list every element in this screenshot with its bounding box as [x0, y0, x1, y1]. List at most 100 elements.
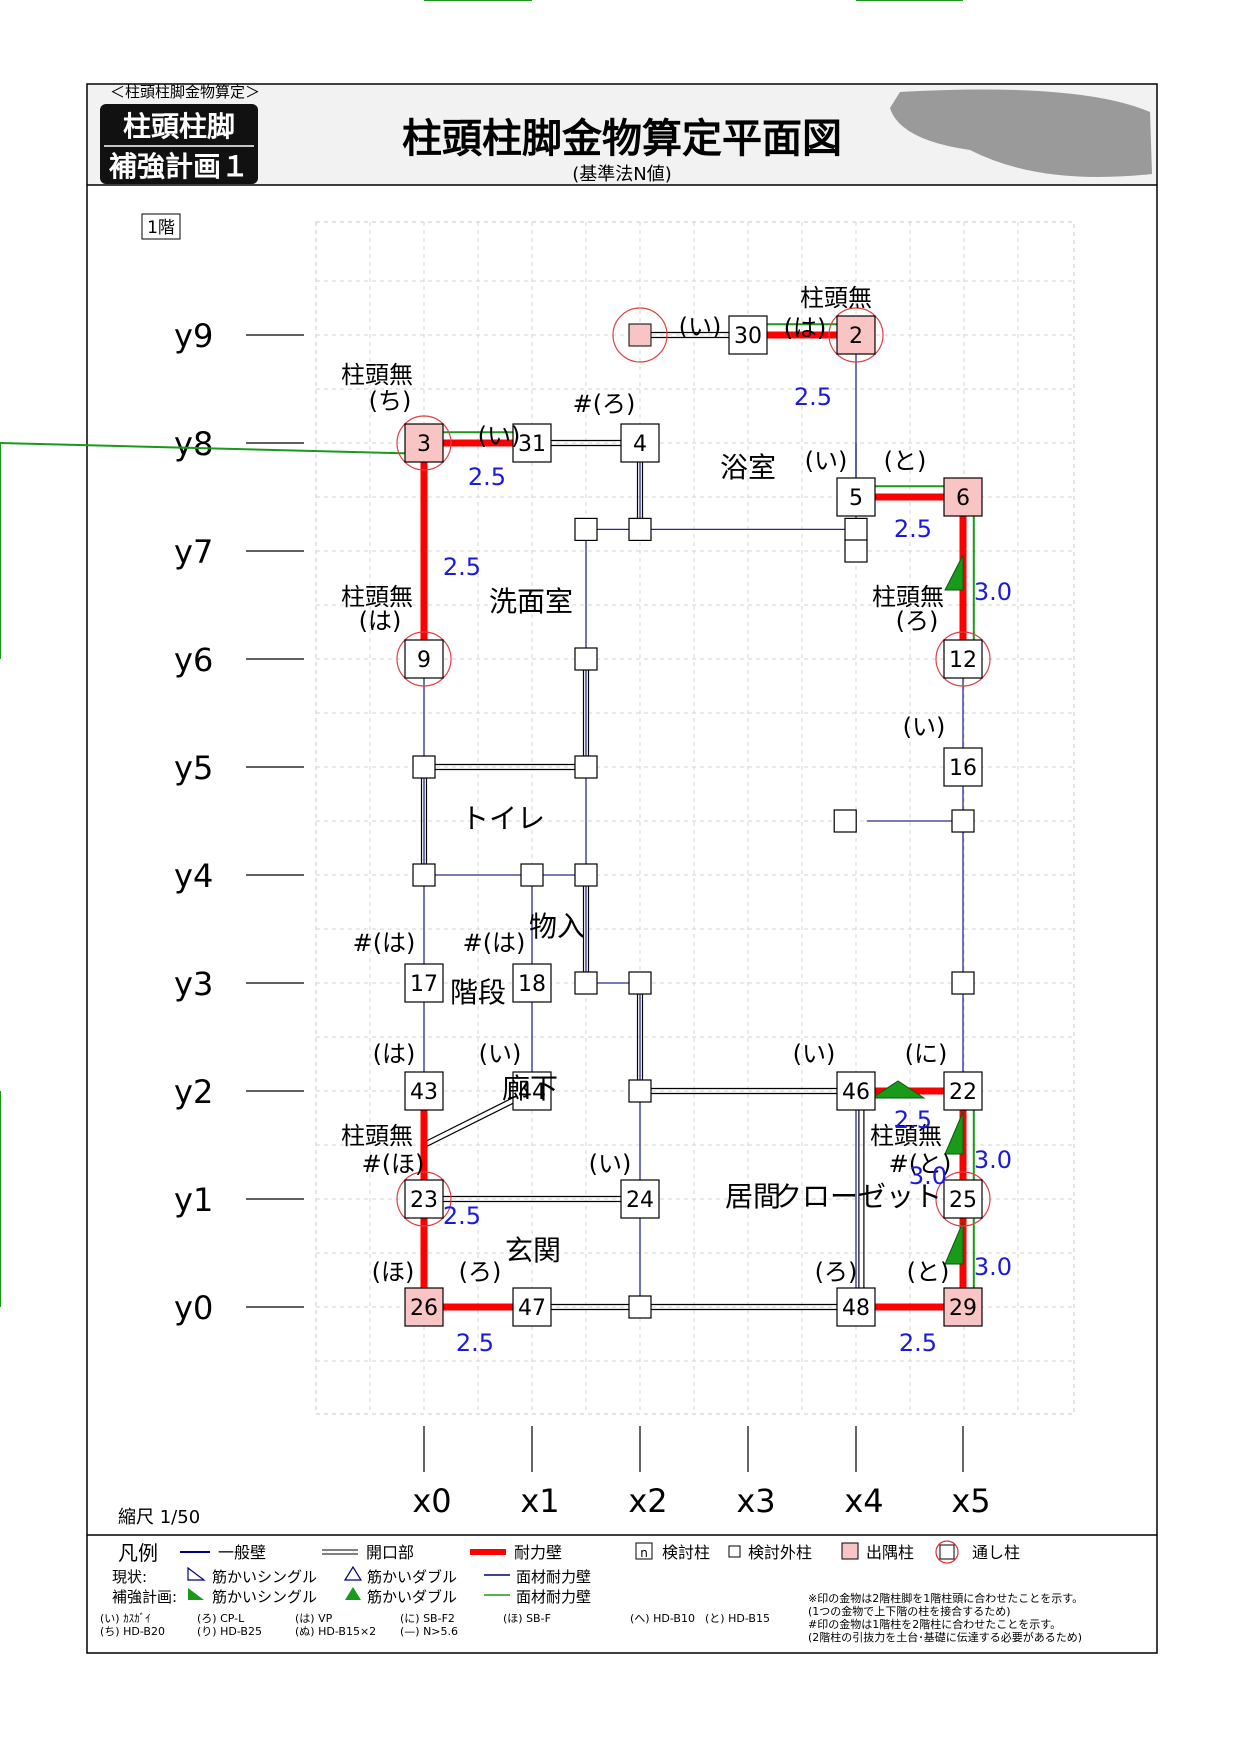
column-number: 9	[417, 648, 431, 673]
scale-label: 縮尺 1/50	[118, 1507, 200, 1528]
hardware-code: (ろ) CP-L	[197, 1612, 245, 1625]
room-name: 浴室	[720, 451, 776, 484]
hardware-code: (ぬ) HD-B15×2	[295, 1625, 376, 1638]
x-axis-label: x2	[628, 1482, 667, 1520]
sheet-frame	[86, 83, 1158, 1654]
x-axis-label: x4	[844, 1482, 883, 1520]
check-column	[620, 423, 660, 463]
hardware-code: (へ) HD-B10	[630, 1612, 695, 1625]
legend-through-column: 通し柱	[972, 1543, 1020, 1562]
check-column	[404, 1071, 444, 1111]
legend-reinforce-double: 筋かいダブル	[367, 1588, 457, 1606]
excluded-column	[951, 809, 975, 833]
check-column	[404, 423, 444, 463]
check-column	[943, 639, 983, 679]
hardware-code: (は) VP	[295, 1612, 333, 1625]
wall-strength-value: 2.5	[894, 1106, 932, 1134]
through-column-marker	[935, 1171, 991, 1227]
through-column-marker	[612, 307, 668, 363]
check-column	[512, 1071, 552, 1111]
column-number: 43	[410, 1080, 438, 1105]
check-column	[620, 1179, 660, 1219]
check-column	[943, 747, 983, 787]
y-axis-label: y6	[174, 641, 213, 679]
column-number: 16	[949, 756, 977, 781]
hardware-label: (は)	[373, 1040, 416, 1068]
wall-strength-value: 2.5	[443, 1202, 481, 1230]
column-number: 18	[518, 972, 546, 997]
check-column	[943, 1179, 983, 1219]
hardware-code: (り) HD-B25	[197, 1625, 262, 1638]
hardware-code: (に) SB-F2	[400, 1612, 455, 1625]
excluded-column	[412, 863, 436, 887]
excluded-column	[844, 539, 868, 563]
hardware-code: (と) HD-B15	[705, 1612, 770, 1625]
hardware-label: (ち)	[369, 387, 412, 415]
column-number: 23	[410, 1188, 438, 1213]
legend-check-column: 検討柱	[662, 1543, 710, 1562]
y-axis-label: y9	[174, 317, 213, 355]
column-number: 2	[849, 324, 863, 349]
hardware-label: 柱頭無	[341, 583, 413, 611]
wall-strength-value: 2.5	[443, 553, 481, 581]
excluded-column	[574, 971, 598, 995]
room-name: 物入	[529, 910, 585, 943]
legend-current-panel: 面材耐力壁	[516, 1568, 591, 1586]
redacted-area	[890, 89, 1152, 177]
through-column-marker	[396, 415, 452, 471]
column-number: 22	[949, 1080, 977, 1105]
wall-strength-value: 2.5	[894, 515, 932, 543]
hardware-label: (ろ)	[896, 607, 939, 635]
category-label: ＜柱頭柱脚金物算定＞	[110, 83, 260, 101]
column-number: 12	[949, 648, 977, 673]
wall-strength-value: 2.5	[794, 383, 832, 411]
excluded-column	[574, 647, 598, 671]
through-column-marker	[828, 307, 884, 363]
y-axis-label: y7	[174, 533, 213, 571]
check-column	[404, 963, 444, 1003]
room-name: 階段	[450, 976, 506, 1009]
hardware-label: (い)	[679, 313, 722, 341]
y-axis-label: y0	[174, 1289, 213, 1327]
column-number: 46	[842, 1080, 870, 1105]
x-axis-label: x5	[951, 1482, 990, 1520]
y-axis-label: y3	[174, 965, 213, 1003]
reinforce-brace-single	[944, 1111, 964, 1155]
wall-strength-value: 3.0	[974, 578, 1012, 606]
room-name: 居間	[725, 1180, 781, 1213]
wall-strength-value: 2.5	[456, 1329, 494, 1357]
wall-strength-value: 3.0	[909, 1162, 947, 1190]
reinforce-brace-single	[944, 1221, 964, 1265]
plan-badge	[100, 104, 258, 184]
excluded-column	[628, 1295, 652, 1319]
legend-reinforce-label: 補強計画:	[112, 1588, 177, 1606]
hardware-label: (と)	[907, 1258, 950, 1286]
check-column	[836, 1071, 876, 1111]
hardware-label: #(ほ)	[362, 1150, 425, 1178]
excluded-column	[844, 517, 868, 542]
room-name: クローゼット	[774, 1180, 942, 1213]
hardware-label: (い)	[903, 713, 946, 741]
excluded-column	[520, 863, 544, 887]
hardware-code: (ち) HD-B20	[100, 1625, 165, 1638]
hardware-label: (ろ)	[815, 1258, 858, 1286]
legend-current-double: 筋かいダブル	[367, 1568, 457, 1586]
column-number: 48	[842, 1296, 870, 1321]
hardware-label: (い)	[793, 1040, 836, 1068]
page-subtitle: (基準法N値)	[572, 164, 672, 185]
legend-reinforce-panel: 面材耐力壁	[516, 1588, 591, 1606]
excluded-column	[628, 1079, 652, 1103]
wall-strength-value: 2.5	[899, 1329, 937, 1357]
through-column-marker	[396, 631, 452, 687]
hardware-label: #(ろ)	[573, 390, 636, 418]
check-column	[943, 477, 983, 517]
check-column	[836, 315, 876, 355]
x-axis-label: x3	[736, 1482, 775, 1520]
column-number: 17	[410, 972, 438, 997]
walls	[0, 0, 975, 1311]
through-column-marker	[935, 631, 991, 687]
legend-general-wall: 一般壁	[218, 1543, 266, 1562]
room-name: 玄関	[505, 1234, 561, 1267]
column-number: 5	[849, 486, 863, 511]
hardware-label: (ろ)	[459, 1258, 502, 1286]
